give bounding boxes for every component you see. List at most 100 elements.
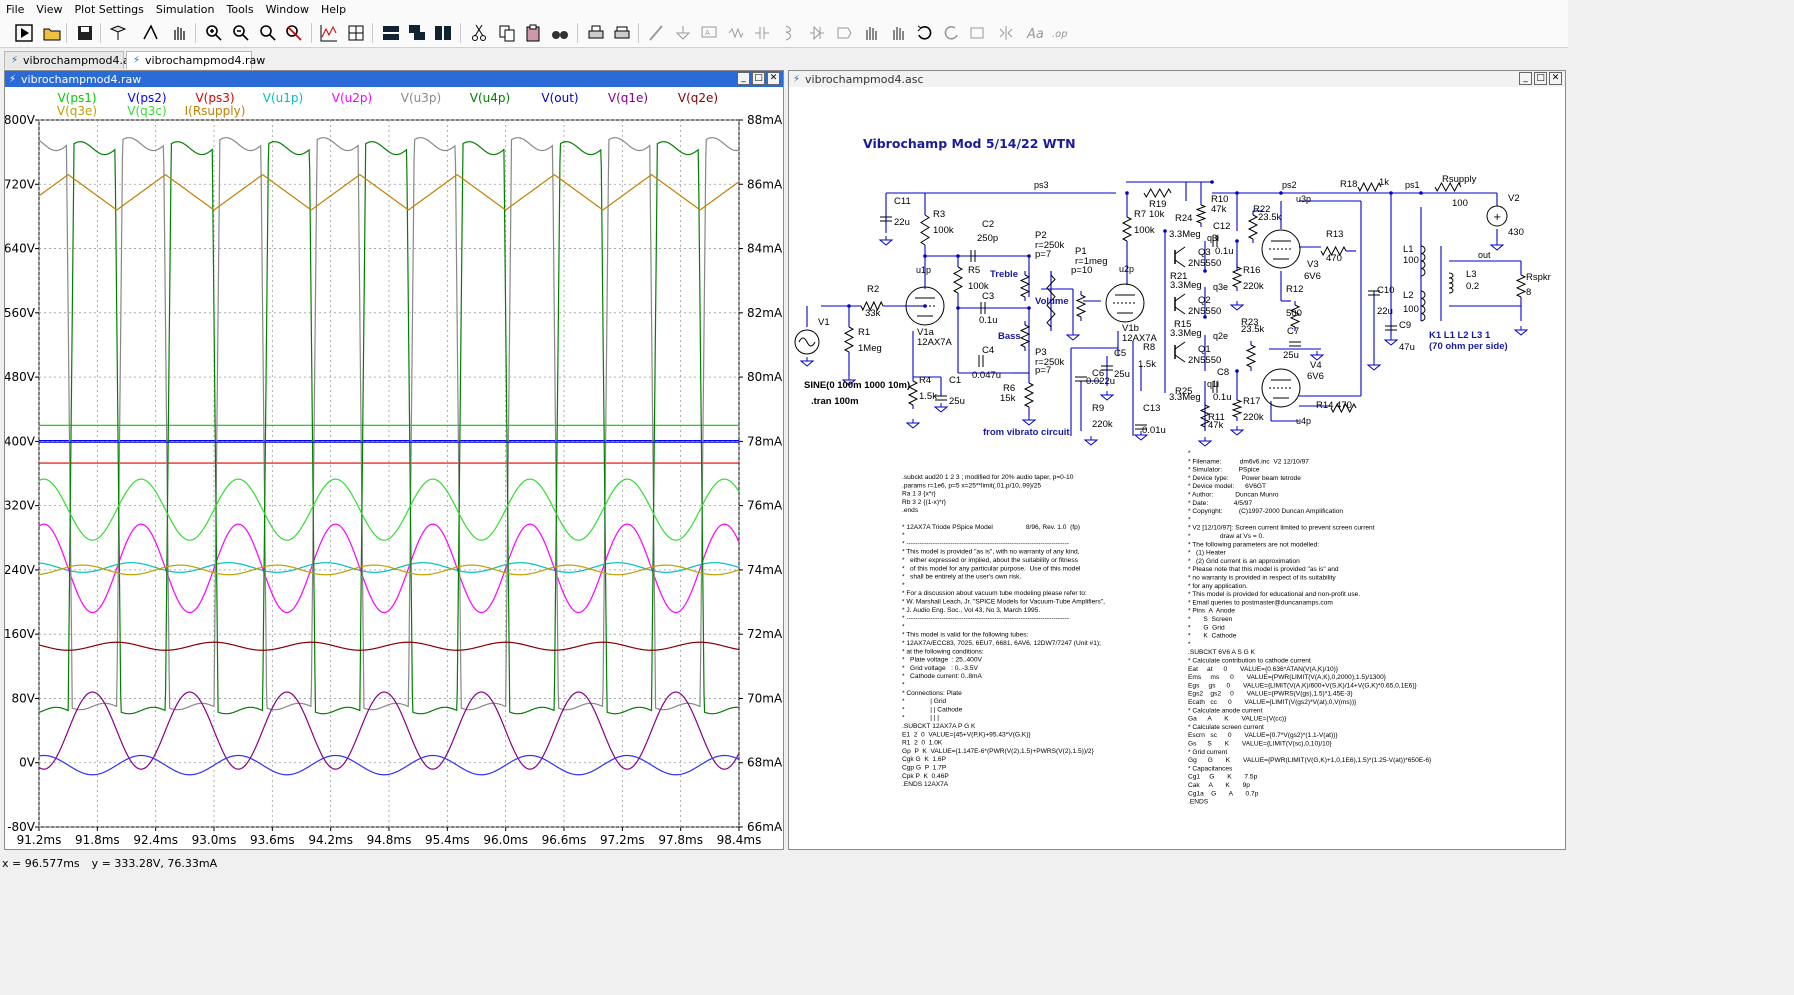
schematic-titlebar[interactable]: ⚡ vibrochampmod4.asc _ □ ✕ <box>789 71 1565 87</box>
maximize-button[interactable]: □ <box>752 72 765 85</box>
component-label: Q3 <box>1198 247 1211 258</box>
run-stop-button[interactable] <box>140 22 162 44</box>
menu-tools[interactable]: Tools <box>226 2 254 16</box>
label-net-icon: A <box>701 26 717 38</box>
zoom-in-button[interactable] <box>203 22 225 44</box>
close-button[interactable]: ✕ <box>1549 72 1562 85</box>
minimize-button[interactable]: _ <box>737 72 750 85</box>
menu-help[interactable]: Help <box>320 2 347 16</box>
redo-button[interactable] <box>940 22 962 44</box>
ground-symbol <box>905 419 921 429</box>
zoom-cancel-button[interactable] <box>283 22 305 44</box>
y-tick-label-left: 0V <box>19 756 36 770</box>
component-label: 0.047u <box>972 370 1001 381</box>
menu-plot-settings[interactable]: Plot Settings <box>74 2 144 16</box>
tab-waveform[interactable]: ⚡ vibrochampmod4.raw <box>126 51 265 69</box>
run-button[interactable] <box>13 22 35 44</box>
menu-file[interactable]: File <box>6 2 25 16</box>
menu-window[interactable]: Window <box>265 2 309 16</box>
cursor-button[interactable] <box>345 22 367 44</box>
undo-button[interactable] <box>914 22 936 44</box>
tile-horizontal-button[interactable] <box>380 22 402 44</box>
spice-model-note-line: Cgk G K 1.6P <box>902 756 947 763</box>
schematic-icon: ⚡ <box>793 73 801 85</box>
ground-symbol <box>1021 416 1037 426</box>
paste-button[interactable] <box>522 22 544 44</box>
waveform-titlebar[interactable]: ⚡ vibrochampmod4.raw _ □ ✕ <box>5 71 783 87</box>
open-button[interactable] <box>41 22 63 44</box>
legend-entry[interactable]: V(q1e) <box>608 91 648 105</box>
legend-entry[interactable]: V(ps3) <box>195 91 234 105</box>
legend-entry[interactable]: V(q3c) <box>127 104 166 118</box>
component-label: R25 <box>1175 386 1192 397</box>
inductor-button[interactable] <box>777 22 799 44</box>
legend-entry[interactable]: V(u2p) <box>332 91 372 105</box>
spice-directive-button[interactable]: .op <box>1050 22 1072 44</box>
junction-dot <box>923 254 927 258</box>
legend-entry[interactable]: V(u3p) <box>401 91 441 105</box>
schematic-window[interactable]: ⚡ vibrochampmod4.asc _ □ ✕ Vibrochamp Mo… <box>788 70 1566 850</box>
pan-button[interactable] <box>168 22 190 44</box>
diode-button[interactable] <box>806 22 828 44</box>
y-tick-label-right: 68mA <box>747 756 783 770</box>
ground-button[interactable] <box>672 22 694 44</box>
minimize-button[interactable]: _ <box>1519 72 1532 85</box>
tab-schematic[interactable]: ⚡ vibrochampmod4.asc <box>4 51 142 69</box>
print-setup-button[interactable] <box>611 22 633 44</box>
component-button[interactable] <box>833 22 855 44</box>
component-label: 470 <box>1326 253 1342 264</box>
zoom-out-button[interactable] <box>230 22 252 44</box>
copy-button[interactable] <box>496 22 518 44</box>
autorange-button[interactable] <box>318 22 340 44</box>
svg-text:.op: .op <box>1052 29 1068 40</box>
schematic-canvas[interactable]: Vibrochamp Mod 5/14/22 WTN+C1122uR3100kC… <box>789 87 1565 849</box>
ground-symbol <box>841 376 857 386</box>
net-label: u1p <box>916 265 931 275</box>
component-label: C13 <box>1143 403 1160 414</box>
mirror-button[interactable] <box>995 22 1017 44</box>
save-button[interactable] <box>74 22 96 44</box>
text-button[interactable]: Aa <box>1024 22 1046 44</box>
resistor-button[interactable] <box>725 22 747 44</box>
zoom-fit-button[interactable] <box>257 22 279 44</box>
maximize-button[interactable]: □ <box>1534 72 1547 85</box>
legend-entry[interactable]: V(out) <box>541 91 578 105</box>
component-label: 1k <box>1379 177 1389 188</box>
close-button[interactable]: ✕ <box>767 72 780 85</box>
y-tick-label-left: 720V <box>5 177 36 191</box>
junction-dot <box>1235 369 1239 373</box>
menu-view[interactable]: View <box>36 2 63 16</box>
spice-model-note-line: * Device type: Power beam tetrode <box>1188 475 1301 482</box>
undo-icon <box>917 25 932 40</box>
cascade-button[interactable] <box>406 22 428 44</box>
legend-entry[interactable]: V(u4p) <box>470 91 510 105</box>
print-button[interactable] <box>585 22 607 44</box>
legend-entry[interactable]: I(Rsupply) <box>185 104 246 118</box>
legend-entry[interactable]: V(ps2) <box>127 91 166 105</box>
component-label: V1 <box>818 317 830 328</box>
label-net-button[interactable]: A <box>698 22 720 44</box>
wire-button[interactable] <box>646 22 668 44</box>
component-label: R22 <box>1253 204 1270 215</box>
rotate-button[interactable] <box>967 22 989 44</box>
component-label: 220k <box>1092 419 1113 430</box>
component-label: 25u <box>949 396 965 407</box>
cut-button[interactable] <box>468 22 490 44</box>
find-button[interactable] <box>549 22 571 44</box>
control-panel-button[interactable] <box>107 22 129 44</box>
legend-entry[interactable]: V(q2e) <box>678 91 718 105</box>
legend-entry[interactable]: V(u1p) <box>263 91 303 105</box>
component-label: R23 <box>1241 317 1258 328</box>
paste-icon <box>526 24 540 42</box>
drag-button[interactable] <box>887 22 909 44</box>
menu-simulation[interactable]: Simulation <box>155 2 215 16</box>
tile-vertical-button[interactable] <box>432 22 454 44</box>
resistor-rsupply <box>1434 181 1462 193</box>
spice-model-note-line: Egs gs 0 VALUE={LIMIT(V(A,K)/600+V(S,K)/… <box>1188 682 1418 689</box>
move-button[interactable] <box>860 22 882 44</box>
legend-entry[interactable]: V(ps1) <box>57 91 96 105</box>
legend-entry[interactable]: V(q3e) <box>57 104 97 118</box>
capacitor-button[interactable] <box>751 22 773 44</box>
